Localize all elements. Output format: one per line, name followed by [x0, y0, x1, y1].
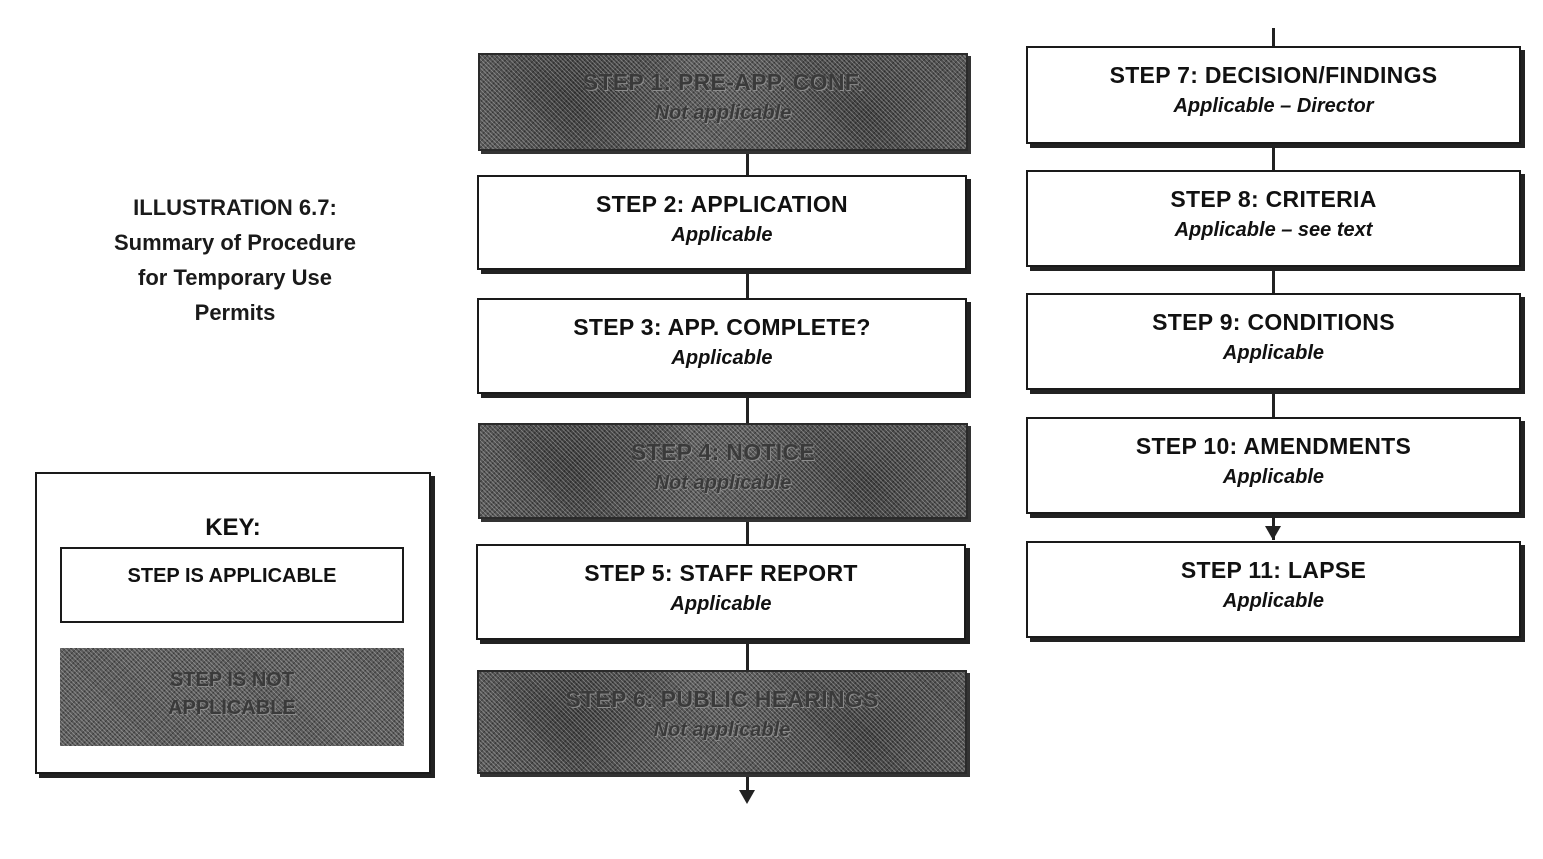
step-status: Not applicable	[654, 102, 792, 124]
step-4-box: STEP 4: NOTICE Not applicable	[478, 423, 968, 519]
step-3-box: STEP 3: APP. COMPLETE? Applicable	[477, 298, 967, 394]
step-heading: STEP 3: APP. COMPLETE?	[573, 314, 871, 340]
step-status: Applicable	[1222, 590, 1325, 612]
step-status: Applicable	[670, 593, 772, 615]
step-status: Not applicable	[654, 472, 792, 494]
legend-key: KEY: STEP IS APPLICABLE STEP IS NOT APPL…	[35, 472, 431, 774]
illustration-title: ILLUSTRATION 6.7: Summary of Procedure f…	[60, 190, 410, 330]
step-status: Applicable – Director	[1173, 95, 1374, 117]
step-status: Applicable	[1222, 342, 1325, 364]
step-status: Applicable – see text	[1174, 219, 1373, 241]
step-status: Applicable	[671, 347, 773, 369]
legend-not-applicable-line-1: STEP IS NOT	[169, 669, 295, 691]
title-line-3: for Temporary Use	[138, 265, 332, 290]
step-status: Applicable	[1222, 466, 1325, 488]
step-7-box: STEP 7: DECISION/FINDINGS Applicable – D…	[1026, 46, 1521, 144]
legend-applicable-swatch: STEP IS APPLICABLE	[60, 547, 404, 623]
arrow-down-icon	[739, 790, 755, 804]
step-heading: STEP 6: PUBLIC HEARINGS	[565, 686, 879, 712]
step-status: Not applicable	[653, 719, 791, 741]
step-heading: STEP 8: CRITERIA	[1170, 186, 1377, 212]
legend-not-applicable-swatch: STEP IS NOT APPLICABLE	[60, 648, 404, 746]
step-heading: STEP 11: LAPSE	[1180, 557, 1367, 583]
step-heading: STEP 7: DECISION/FINDINGS	[1109, 62, 1438, 88]
step-heading: STEP 1: PRE-APP. CONF.	[582, 69, 864, 95]
step-10-box: STEP 10: AMENDMENTS Applicable	[1026, 417, 1521, 514]
step-heading: STEP 9: CONDITIONS	[1152, 309, 1395, 335]
connector-line-right-column	[1272, 28, 1275, 540]
step-5-box: STEP 5: STAFF REPORT Applicable	[476, 544, 966, 640]
step-heading: STEP 2: APPLICATION	[596, 191, 848, 217]
step-1-box: STEP 1: PRE-APP. CONF. Not applicable	[478, 53, 968, 151]
legend-title: KEY:	[205, 514, 261, 541]
arrow-down-icon	[1265, 526, 1281, 540]
step-2-box: STEP 2: APPLICATION Applicable	[477, 175, 967, 270]
title-line-1: ILLUSTRATION 6.7:	[133, 195, 337, 220]
step-heading: STEP 4: NOTICE	[631, 439, 815, 465]
step-6-box: STEP 6: PUBLIC HEARINGS Not applicable	[477, 670, 967, 774]
step-status: Applicable	[671, 224, 773, 246]
title-line-4: Permits	[194, 300, 276, 325]
legend-not-applicable-line-2: APPLICABLE	[168, 697, 296, 719]
title-line-2: Summary of Procedure	[113, 230, 357, 255]
step-heading: STEP 10: AMENDMENTS	[1135, 433, 1412, 459]
step-11-box: STEP 11: LAPSE Applicable	[1026, 541, 1521, 638]
step-9-box: STEP 9: CONDITIONS Applicable	[1026, 293, 1521, 390]
step-8-box: STEP 8: CRITERIA Applicable – see text	[1026, 170, 1521, 267]
legend-applicable-label: STEP IS APPLICABLE	[127, 565, 337, 587]
step-heading: STEP 5: STAFF REPORT	[584, 560, 858, 586]
